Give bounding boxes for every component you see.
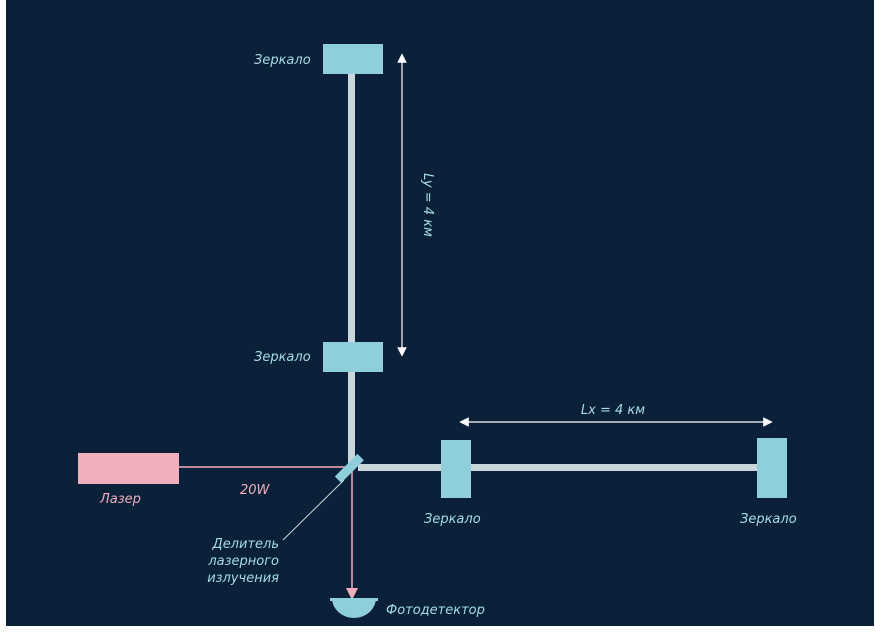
beam-splitter: [334, 453, 364, 483]
mirror-far: [757, 438, 787, 498]
photodetector-icon: [332, 598, 376, 618]
arm-y: [348, 74, 355, 464]
mirror-mid-label: Зеркало: [254, 350, 311, 365]
detector-label: Фотодетектор: [386, 603, 485, 618]
laser: [78, 453, 179, 484]
mirror-near-label: Зеркало: [424, 512, 481, 527]
mirror-top: [323, 44, 383, 74]
diagram-svg: Зеркало Зеркало Зеркало Зеркало Ly = 4 к…: [78, 44, 797, 618]
interferometer-diagram: Зеркало Зеркало Зеркало Зеркало Ly = 4 к…: [6, 0, 874, 626]
mirror-mid: [323, 342, 383, 372]
laser-label: Лазер: [99, 492, 141, 507]
mirror-top-label: Зеркало: [254, 53, 311, 68]
arm-x-label: Lx = 4 км: [581, 403, 645, 418]
mirror-near: [441, 440, 471, 498]
splitter-leader: [282, 479, 345, 541]
photodetector-base: [330, 598, 378, 601]
power-label: 20W: [240, 483, 271, 498]
splitter-label-line1: Делитель: [212, 537, 279, 552]
splitter-label-line3: излучения: [207, 571, 279, 586]
arm-y-label: Ly = 4 км: [420, 173, 435, 237]
arm-x: [358, 464, 773, 471]
mirror-far-label: Зеркало: [740, 512, 797, 527]
splitter-label-line2: лазерного: [207, 554, 279, 569]
